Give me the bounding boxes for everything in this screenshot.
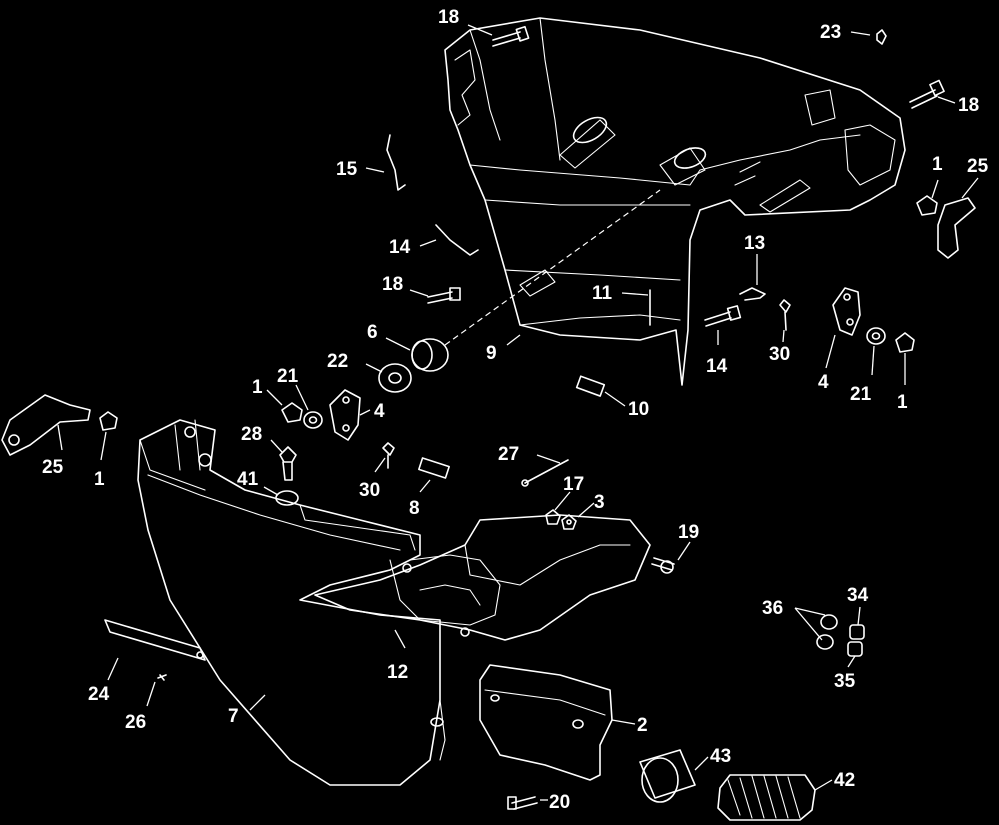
callout-label: 35 bbox=[834, 671, 856, 692]
callout-label: 10 bbox=[628, 399, 649, 420]
callout-label: 12 bbox=[387, 662, 408, 683]
callout-label: 42 bbox=[834, 770, 855, 791]
callout-label: 13 bbox=[744, 233, 765, 254]
callout-label: 22 bbox=[327, 351, 348, 372]
callout-label: 14 bbox=[389, 237, 411, 258]
callout-label: 25 bbox=[42, 457, 64, 478]
callout-label: 2 bbox=[637, 715, 648, 736]
callout-label: 28 bbox=[241, 424, 262, 445]
callout-label: 11 bbox=[592, 283, 613, 304]
callout-label: 1 bbox=[897, 392, 908, 413]
callout-label: 26 bbox=[125, 712, 146, 733]
callout-label: 25 bbox=[967, 156, 989, 177]
callout-label: 30 bbox=[769, 344, 790, 365]
callout-label: 18 bbox=[438, 7, 459, 28]
callout-label: 4 bbox=[818, 372, 829, 393]
gearcase-cover bbox=[479, 664, 613, 781]
small-parts bbox=[1, 25, 976, 821]
callout-label: 34 bbox=[847, 585, 869, 606]
gearcase-housing bbox=[137, 419, 446, 786]
callout-label: 21 bbox=[277, 366, 299, 387]
callout-label: 21 bbox=[850, 384, 872, 405]
leader-lines bbox=[57, 24, 979, 801]
callout-label: 9 bbox=[486, 343, 497, 364]
callout-label: 27 bbox=[498, 444, 519, 465]
callout-label: 24 bbox=[88, 684, 110, 705]
callout-label: 23 bbox=[820, 22, 841, 43]
callout-label: 14 bbox=[706, 356, 728, 377]
callout-label: 19 bbox=[678, 522, 699, 543]
exhaust-housing bbox=[444, 17, 906, 386]
anti-ventilation-plate bbox=[314, 514, 651, 641]
callout-label: 1 bbox=[932, 154, 943, 175]
callout-label: 43 bbox=[710, 746, 731, 767]
callout-label: 20 bbox=[549, 792, 570, 813]
callout-label: 30 bbox=[359, 480, 380, 501]
callout-label: 1 bbox=[252, 377, 263, 398]
callout-label: 18 bbox=[382, 274, 403, 295]
callout-label: 8 bbox=[409, 498, 420, 519]
callout-label: 4 bbox=[374, 401, 385, 422]
callout-label: 15 bbox=[336, 159, 358, 180]
callout-label: 17 bbox=[563, 474, 584, 495]
callout-label: 1 bbox=[94, 469, 105, 490]
callout-label: 7 bbox=[228, 706, 239, 727]
callout-label: 36 bbox=[762, 598, 783, 619]
callout-label: 41 bbox=[237, 469, 259, 490]
callout-label: 18 bbox=[958, 95, 979, 116]
callout-label: 6 bbox=[367, 322, 378, 343]
callout-label: 3 bbox=[594, 492, 605, 513]
callout-labels: 18 23 18 15 1 25 14 13 18 11 14 30 6 22 … bbox=[42, 7, 989, 813]
